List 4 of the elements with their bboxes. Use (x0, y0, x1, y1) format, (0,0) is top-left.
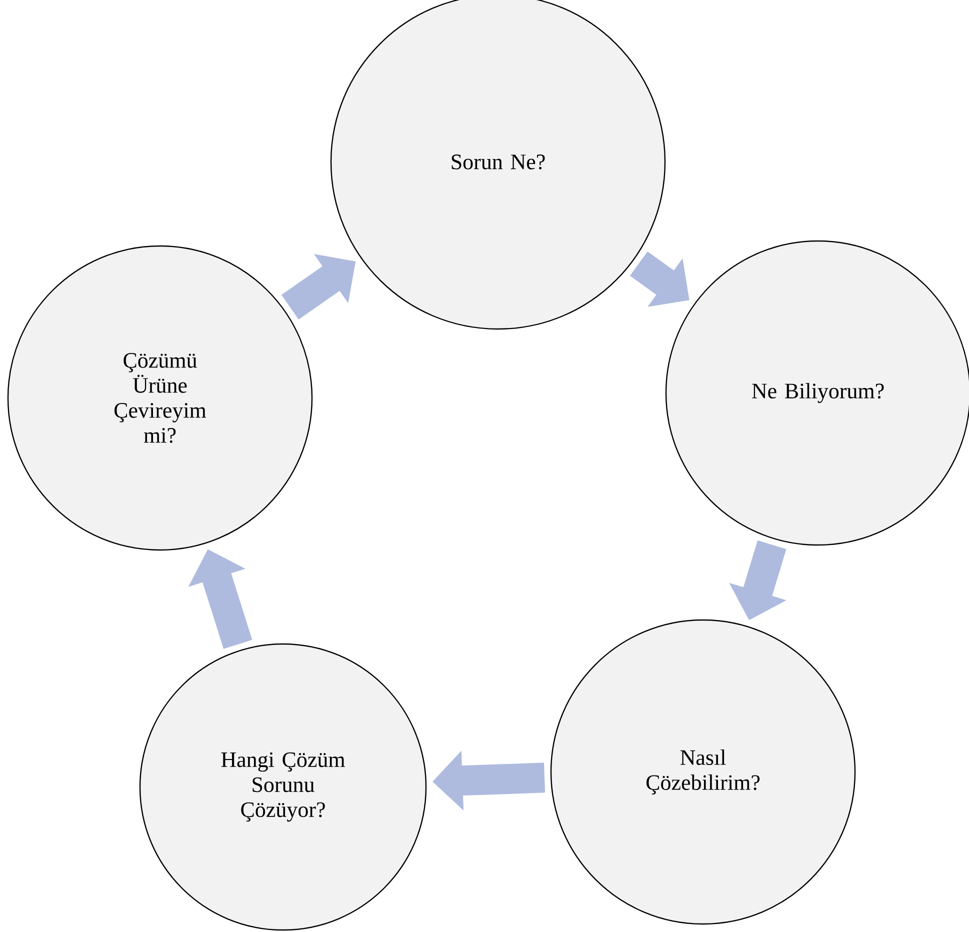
circle-node: Ne Biliyorum? (665, 240, 969, 546)
circle-node: Çözümü Ürüne Çevireyim mi? (7, 245, 313, 551)
circle-node: Hangi Çözüm Sorunu Çözüyor? (139, 643, 427, 931)
circle-node: Nasıl Çözebilirim? (550, 619, 856, 925)
